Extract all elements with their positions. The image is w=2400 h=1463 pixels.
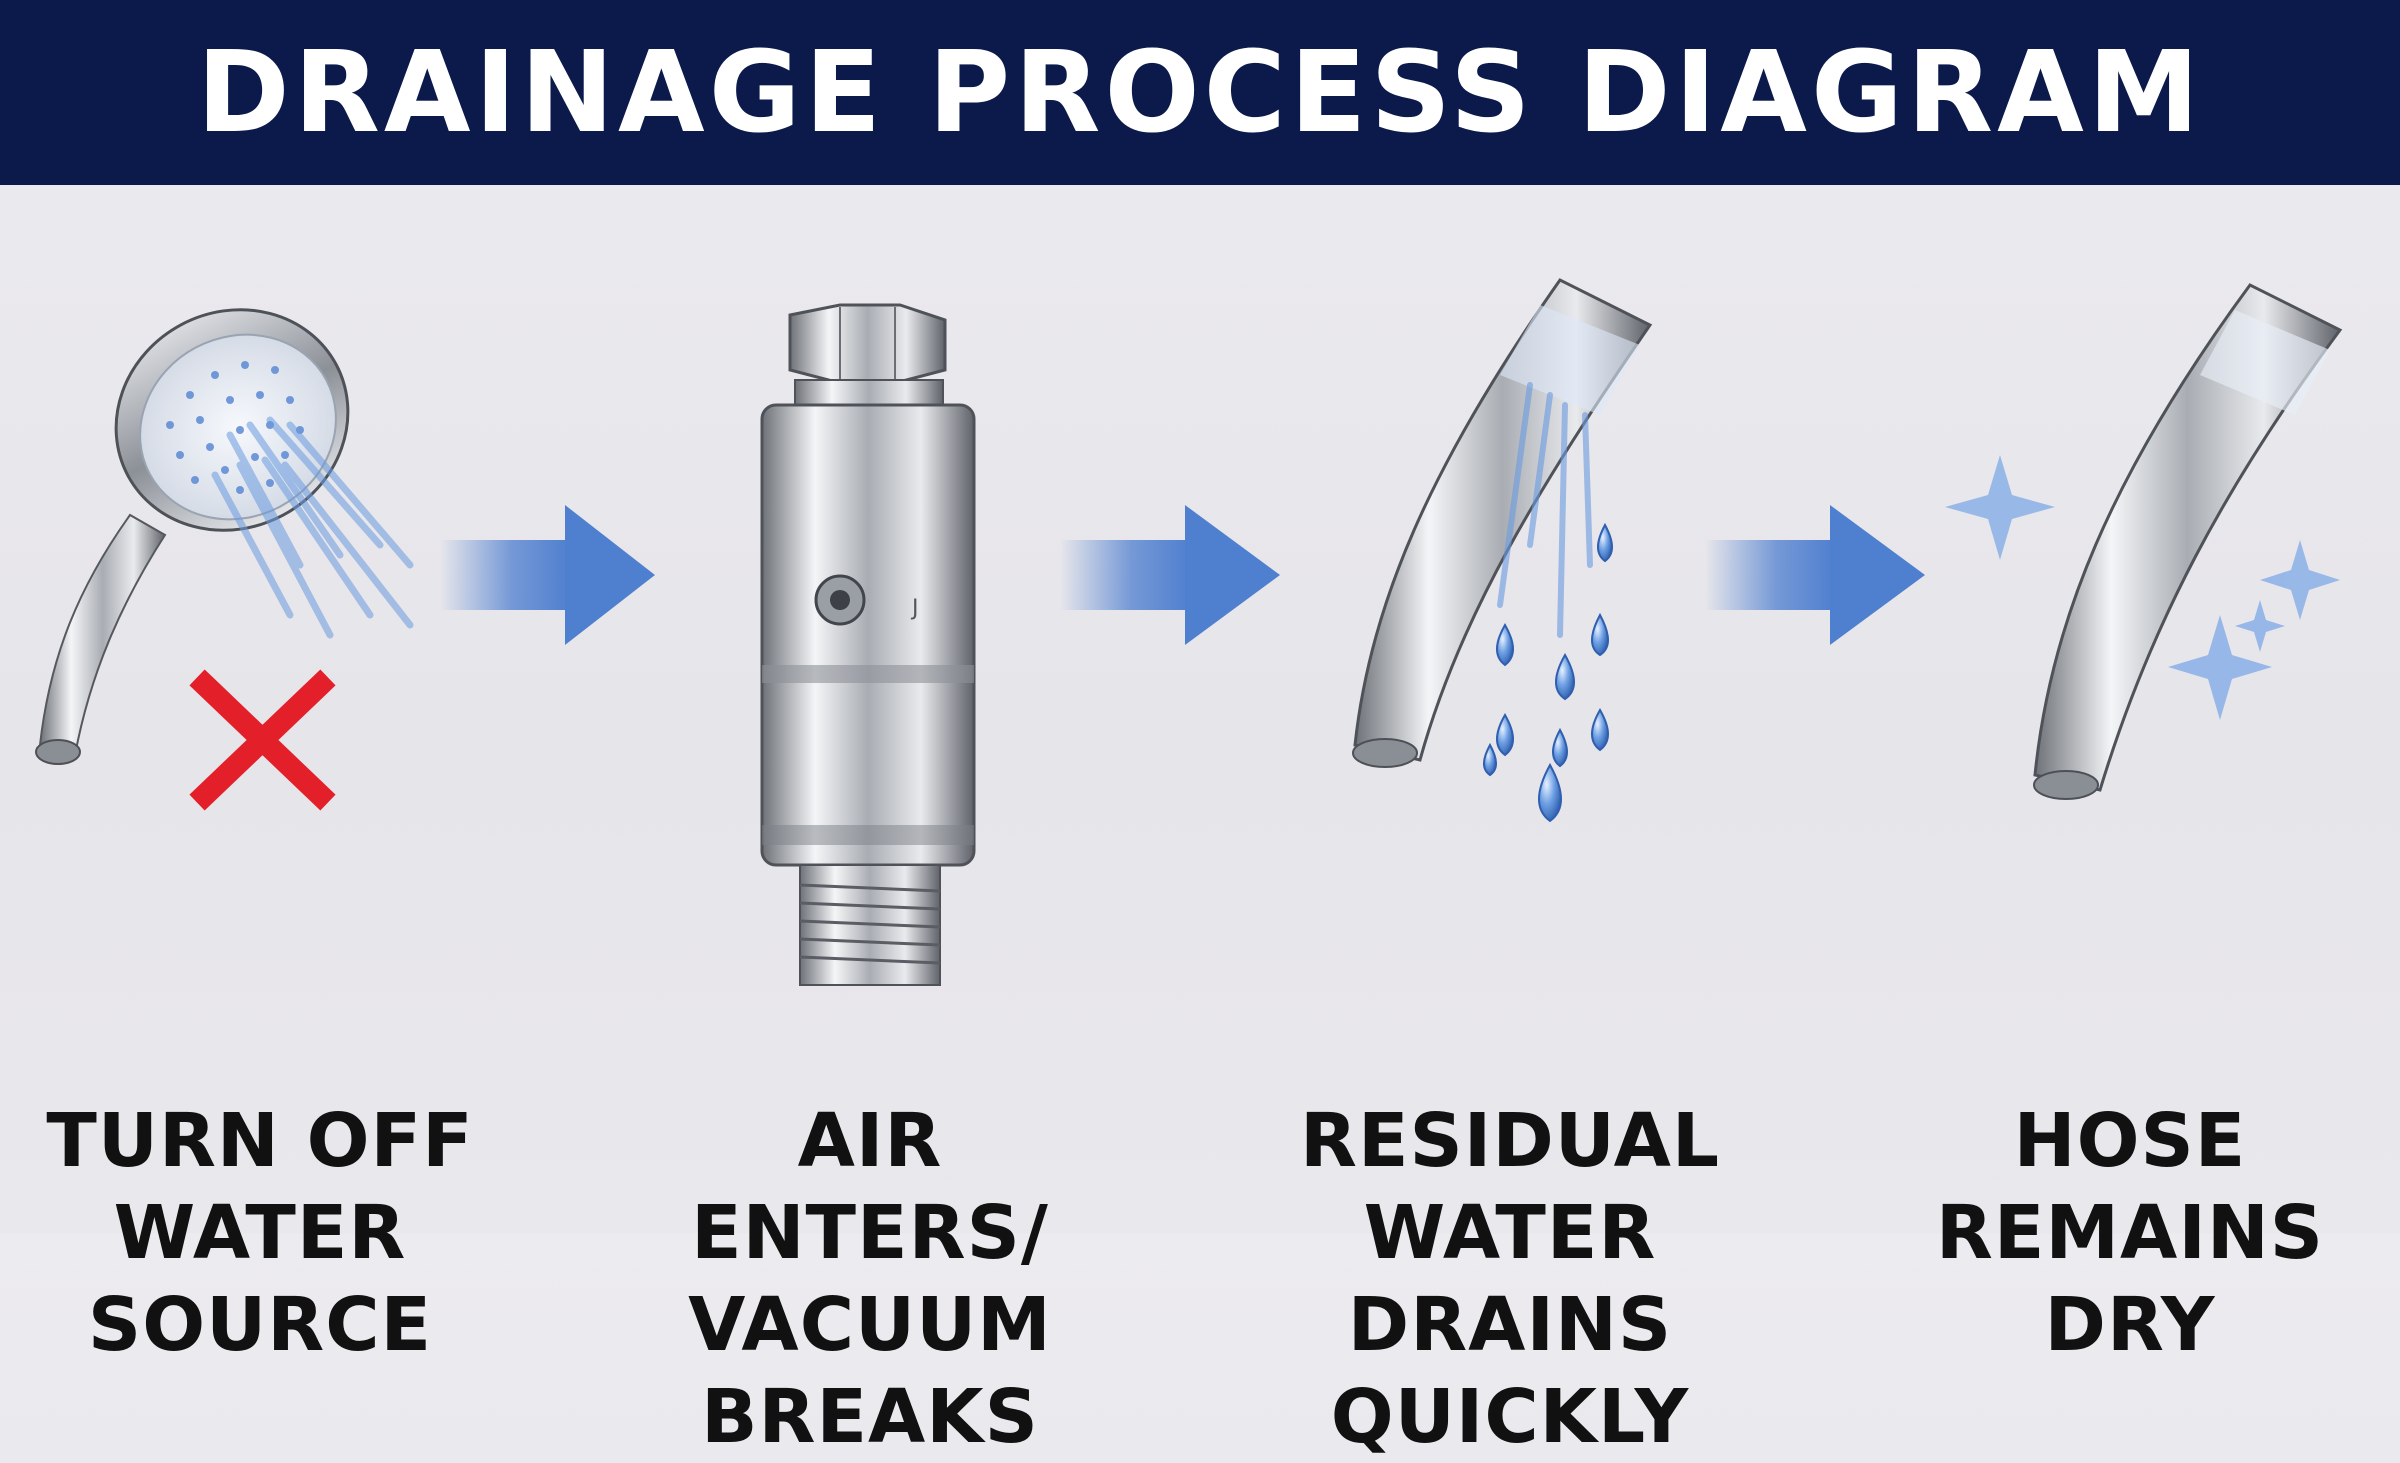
sparkle-icon	[1945, 455, 2340, 720]
svg-text:J: J	[910, 596, 919, 621]
page-title: DRAINAGE PROCESS DIAGRAM	[196, 27, 2204, 158]
step-label-line: HOSE	[2013, 1098, 2247, 1184]
title-banner: DRAINAGE PROCESS DIAGRAM	[0, 0, 2400, 185]
step-label-line: AIR ENTERS/	[691, 1098, 1049, 1276]
hose-dripping-icon	[1352, 278, 1653, 823]
arrow-right-icon	[440, 505, 655, 645]
diagram-canvas: J	[35, 278, 2343, 986]
step-3-label: RESIDUAL WATER DRAINS QUICKLY	[1210, 1095, 1810, 1463]
arrow-right-icon	[1060, 505, 1280, 645]
step-label-line: WATER DRAINS	[1347, 1190, 1673, 1368]
step-label-line: DRY	[2044, 1282, 2216, 1368]
step-label-line: RESIDUAL	[1299, 1098, 1721, 1184]
shower-head-spraying-icon	[35, 308, 414, 811]
step-label-line: SOURCE	[87, 1282, 433, 1368]
dry-hose-sparkle-icon	[1945, 283, 2343, 800]
step-label-line: WATER	[113, 1190, 407, 1276]
step-4-label: HOSE REMAINS DRY	[1900, 1095, 2360, 1371]
arrow-right-icon	[1705, 505, 1925, 645]
step-label-line: TURN OFF	[46, 1098, 474, 1184]
process-stage: J	[0, 185, 2400, 1460]
step-label-line: REMAINS	[1935, 1190, 2325, 1276]
step-2-label: AIR ENTERS/ VACUUM BREAKS	[610, 1095, 1130, 1463]
step-label-line: QUICKLY	[1330, 1374, 1690, 1460]
step-label-line: VACUUM	[688, 1282, 1052, 1368]
cross-icon	[189, 669, 336, 811]
step-label-line: BREAKS	[701, 1374, 1039, 1460]
vacuum-breaker-valve-icon: J	[760, 303, 976, 986]
step-1-label: TURN OFF WATER SOURCE	[40, 1095, 480, 1371]
